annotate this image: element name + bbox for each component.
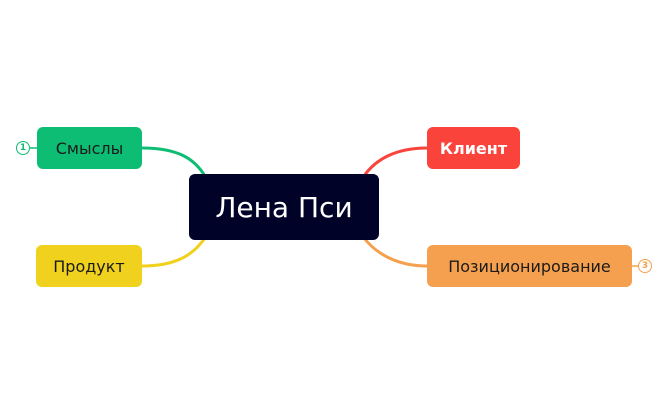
- connector-klient: [362, 146, 428, 177]
- badge-count: 1: [19, 143, 27, 153]
- connector-smysly: [141, 146, 207, 177]
- topic-label: Продукт: [53, 256, 125, 276]
- topic-label: Клиент: [439, 138, 508, 158]
- topic-smysly[interactable]: Смыслы: [37, 127, 142, 169]
- topic-label: Смыслы: [55, 138, 124, 158]
- collapsed-count-badge[interactable]: 1: [16, 141, 30, 155]
- central-topic[interactable]: Лена Пси: [189, 174, 379, 240]
- collapsed-count-badge[interactable]: 3: [638, 259, 652, 273]
- connector-pozicionirovanie: [362, 237, 428, 268]
- topic-pozicionirovanie[interactable]: Позиционирование: [427, 245, 632, 287]
- connector-produkt: [141, 237, 207, 268]
- topic-produkt[interactable]: Продукт: [36, 245, 142, 287]
- topic-klient[interactable]: Клиент: [427, 127, 520, 169]
- badge-count: 3: [641, 261, 649, 271]
- central-topic-label: Лена Пси: [215, 190, 353, 224]
- topic-label: Позиционирование: [448, 256, 611, 276]
